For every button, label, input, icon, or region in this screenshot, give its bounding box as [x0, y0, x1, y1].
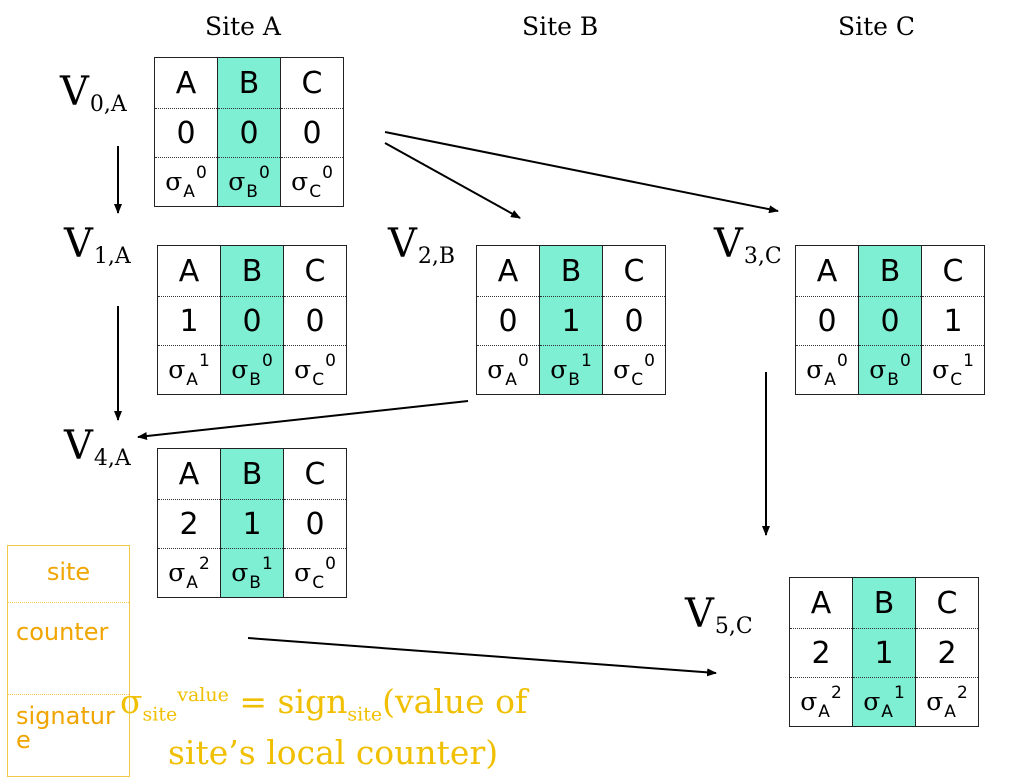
arrow-v2b-v4a	[137, 400, 469, 441]
header-cell: B	[539, 245, 603, 297]
legend-site: site	[46, 558, 91, 586]
version-label-v1a: V1,A	[64, 221, 131, 269]
arrow-v4a-v5c	[247, 637, 717, 677]
legend-counter: counter	[16, 618, 109, 646]
header-cell: B	[220, 245, 284, 297]
counter-cell: 1	[220, 499, 284, 549]
site-c-label: Site C	[838, 12, 916, 41]
counter-cell: 0	[280, 108, 344, 158]
counter-cell: 1	[921, 296, 985, 346]
counter-cell: 0	[795, 296, 859, 346]
signature-cell: σC0	[283, 345, 347, 395]
counter-cell: 0	[476, 296, 540, 346]
signature-cell: σB0	[220, 345, 284, 395]
header-cell: C	[283, 245, 347, 297]
counter-cell: 2	[915, 628, 979, 678]
arrow-v0a-v3c	[384, 131, 779, 214]
header-cell: C	[283, 448, 347, 500]
header-cell: B	[220, 448, 284, 500]
header-cell: B	[852, 577, 916, 629]
signature-cell: σC0	[602, 345, 666, 395]
header-cell: C	[280, 57, 344, 109]
version-label-v0a: V0,A	[60, 69, 127, 117]
version-label-v4a: V4,A	[64, 423, 131, 471]
signature-formula: σsitevalue = signsite(value of site’s lo…	[120, 682, 528, 772]
site-a-label: Site A	[205, 12, 281, 41]
counter-cell: 2	[789, 628, 853, 678]
counter-cell: 1	[539, 296, 603, 346]
signature-cell: σA1	[852, 677, 916, 727]
legend-divider	[8, 694, 129, 695]
counter-cell: 0	[602, 296, 666, 346]
signature-cell: σA2	[789, 677, 853, 727]
counter-cell: 0	[154, 108, 218, 158]
counter-cell: 0	[283, 499, 347, 549]
counter-cell: 0	[217, 108, 281, 158]
counter-cell: 1	[157, 296, 221, 346]
counter-cell: 0	[858, 296, 922, 346]
legend-divider	[8, 602, 129, 603]
header-cell: C	[602, 245, 666, 297]
signature-cell: σA0	[476, 345, 540, 395]
header-cell: C	[921, 245, 985, 297]
signature-cell: σC1	[921, 345, 985, 395]
version-label-v3c: V3,C	[714, 221, 782, 269]
counter-cell: 0	[283, 296, 347, 346]
arrow-v0a-v2b	[384, 142, 521, 219]
header-cell: C	[915, 577, 979, 629]
legend-box: site counter signature	[7, 545, 130, 777]
header-cell: A	[154, 57, 218, 109]
signature-cell: σB1	[220, 548, 284, 598]
signature-cell: σB0	[858, 345, 922, 395]
header-cell: A	[157, 448, 221, 500]
version-label-v2b: V2,B	[388, 221, 456, 269]
signature-cell: σA0	[795, 345, 859, 395]
header-cell: A	[795, 245, 859, 297]
counter-cell: 2	[157, 499, 221, 549]
signature-cell: σC0	[283, 548, 347, 598]
signature-cell: σC0	[280, 157, 344, 207]
signature-cell: σA2	[157, 548, 221, 598]
header-cell: B	[217, 57, 281, 109]
signature-cell: σA2	[915, 677, 979, 727]
legend-signature: signature	[16, 702, 115, 754]
version-label-v5c: V5,C	[685, 591, 753, 639]
signature-cell: σB1	[539, 345, 603, 395]
counter-cell: 0	[220, 296, 284, 346]
counter-cell: 1	[852, 628, 916, 678]
header-cell: A	[789, 577, 853, 629]
header-cell: A	[157, 245, 221, 297]
site-b-label: Site B	[522, 12, 599, 41]
signature-cell: σA0	[154, 157, 218, 207]
